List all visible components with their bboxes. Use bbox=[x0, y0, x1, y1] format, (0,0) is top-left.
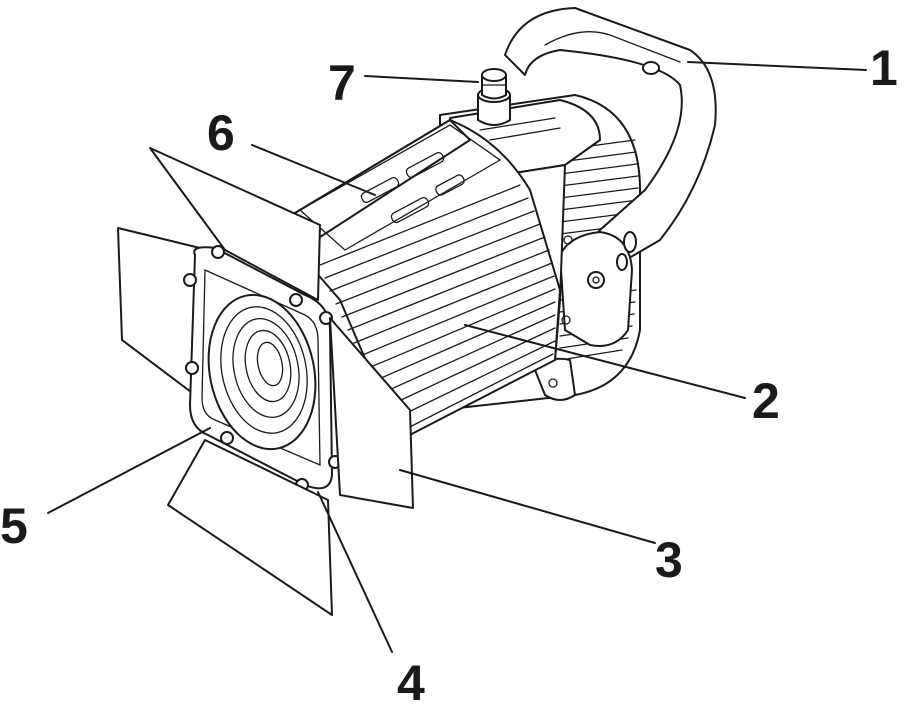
leader-line-4 bbox=[317, 491, 393, 653]
callout-labels: 1 2 3 4 5 6 7 bbox=[0, 40, 898, 706]
leader-line-6 bbox=[251, 144, 376, 196]
leader-line-7 bbox=[364, 75, 479, 83]
barn-door-bottom bbox=[167, 439, 333, 616]
callout-3: 3 bbox=[655, 532, 683, 588]
leader-line-1 bbox=[687, 61, 867, 71]
callout-7: 7 bbox=[328, 55, 356, 111]
yoke-bracket bbox=[504, 7, 717, 401]
leader-line-5 bbox=[47, 427, 211, 514]
leader-line-3 bbox=[399, 469, 656, 544]
barn-door-right bbox=[329, 317, 414, 509]
callout-5: 5 bbox=[0, 498, 28, 554]
main-body bbox=[274, 119, 561, 441]
barn-door-top bbox=[149, 147, 321, 301]
leader-lines bbox=[47, 61, 867, 653]
leader-line-2 bbox=[464, 324, 746, 399]
callout-2: 2 bbox=[752, 373, 780, 429]
callout-1: 1 bbox=[870, 40, 898, 96]
callout-4: 4 bbox=[397, 655, 425, 706]
focus-knob bbox=[477, 68, 511, 126]
front-frame bbox=[183, 245, 342, 492]
callout-6: 6 bbox=[207, 105, 235, 161]
